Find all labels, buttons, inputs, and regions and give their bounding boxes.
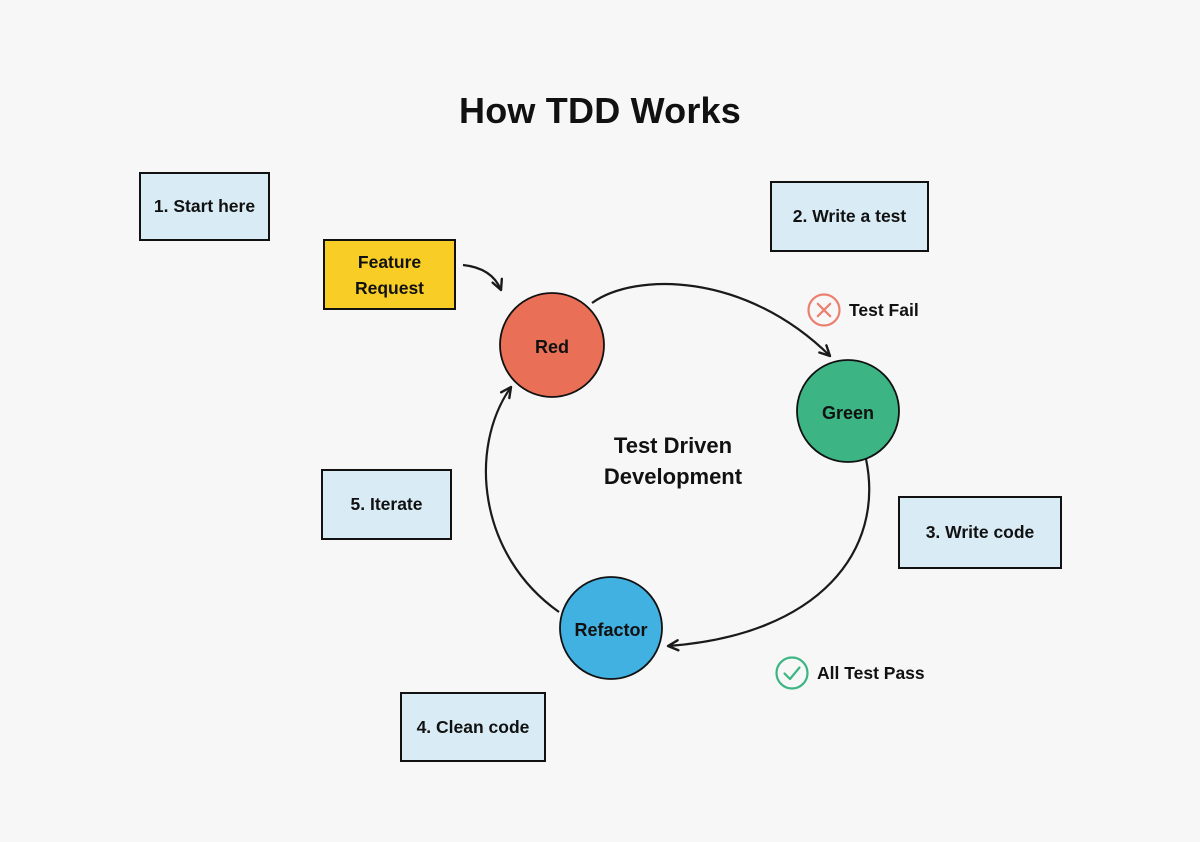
feature-request-label: Feature Request (354, 251, 425, 298)
annotation-all-test-pass: All Test Pass (774, 655, 925, 691)
arrow-refactor-to-red (484, 385, 560, 613)
node-refactor-label: Refactor (574, 620, 647, 640)
arrow-red-to-green (591, 282, 832, 358)
all-test-pass-label: All Test Pass (817, 662, 925, 683)
check-circle-ring (775, 656, 809, 690)
node-red-label: Red (535, 337, 569, 357)
node-refactor-circle (559, 576, 663, 680)
x-circle-icon (807, 293, 841, 327)
note-write-code: 3. Write code (898, 496, 1062, 569)
x-glyph (816, 302, 832, 318)
diagram-title: How TDD Works (459, 90, 741, 131)
note-iterate: 5. Iterate (321, 469, 452, 540)
note-write-a-test: 2. Write a test (770, 181, 929, 252)
check-glyph (783, 666, 801, 681)
test-fail-label: Test Fail (849, 299, 919, 320)
note-clean-code: 4. Clean code (400, 692, 546, 762)
cycle-center-label: Test Driven Development (603, 433, 743, 489)
check-circle-icon (775, 656, 809, 690)
annotation-test-fail: Test Fail (806, 292, 919, 328)
arrow-green-to-refactor (666, 458, 871, 652)
node-red-circle (499, 292, 605, 398)
arrow-feature-to-red (462, 263, 504, 292)
feature-request-box: Feature Request (323, 239, 456, 310)
node-green-label: Green (822, 403, 874, 423)
x-circle-ring (807, 293, 841, 327)
note-start-here: 1. Start here (139, 172, 270, 241)
node-green-circle (796, 359, 900, 463)
